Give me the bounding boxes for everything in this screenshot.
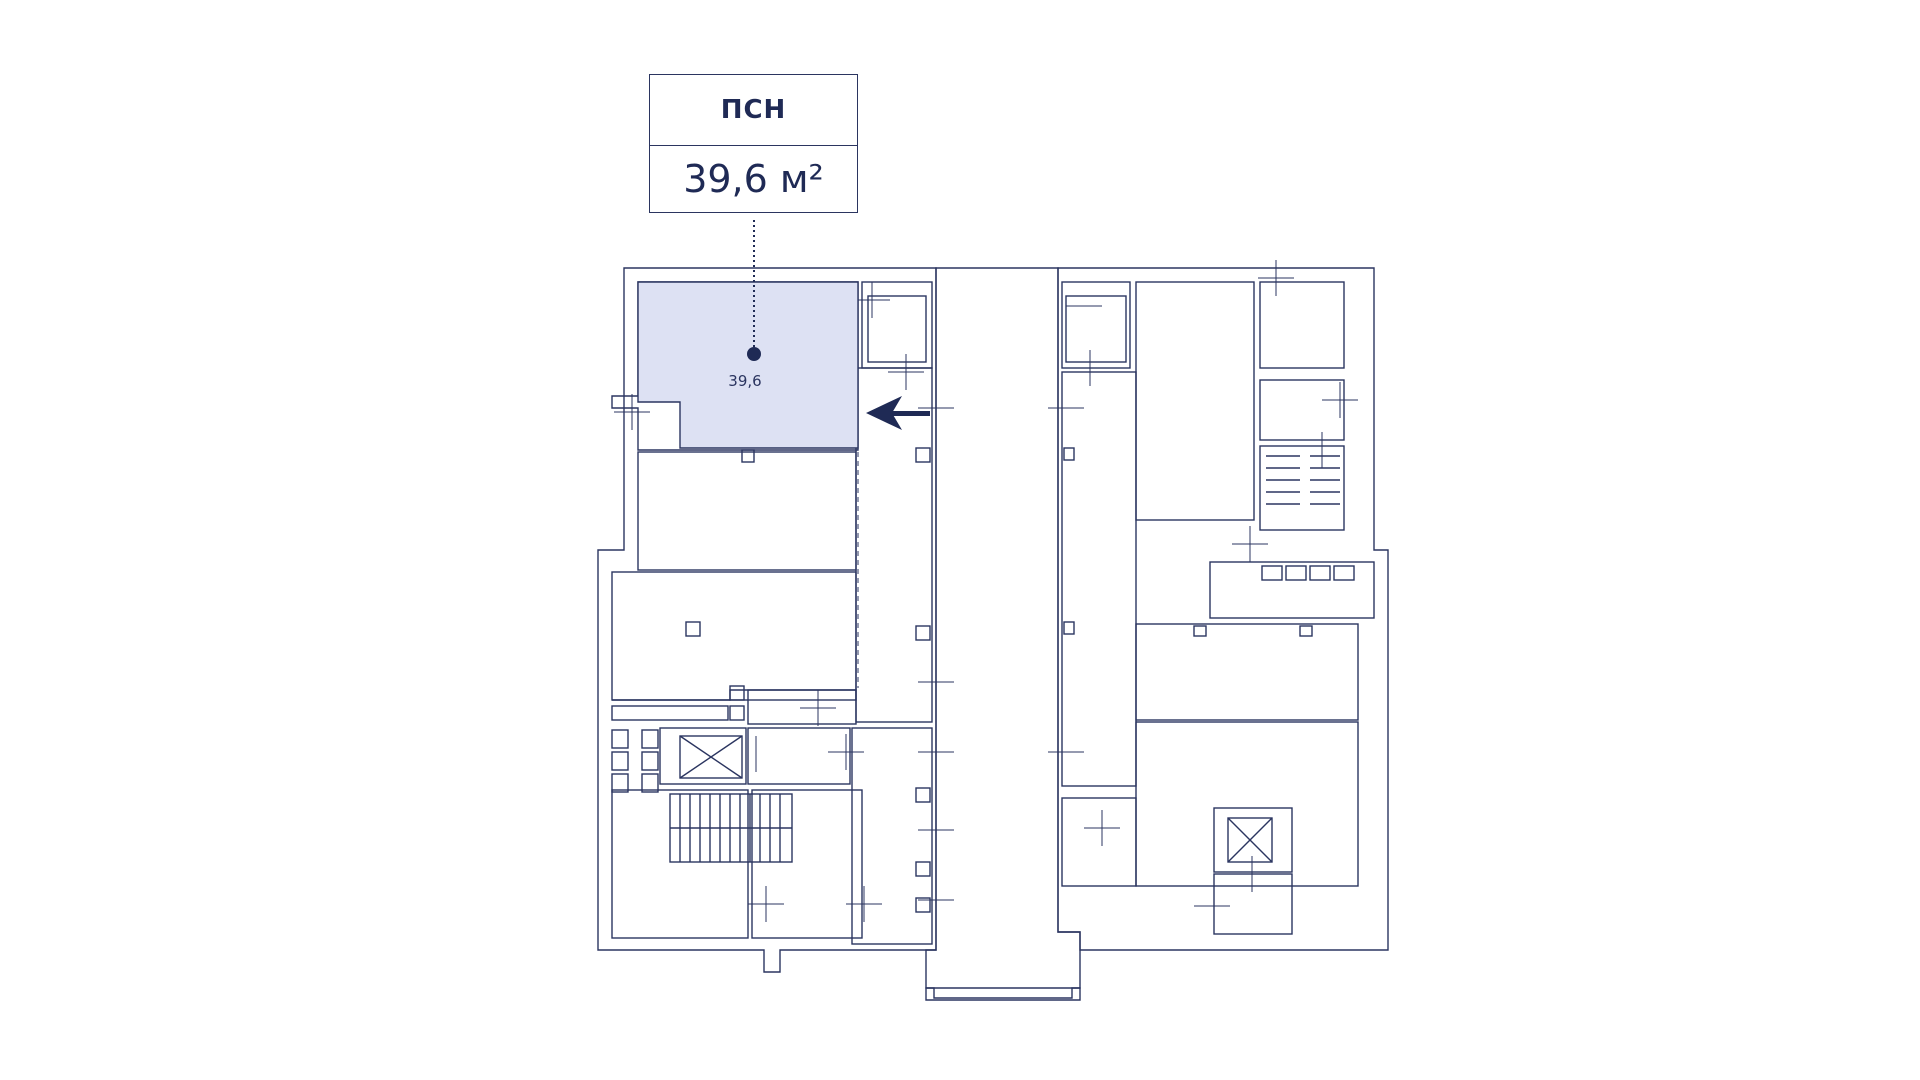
room-lower-flat [751, 789, 863, 939]
column [915, 625, 931, 641]
unit-area-unit: м² [779, 157, 824, 201]
room-left-corridor [855, 367, 933, 723]
room-right-flat-2 [1135, 623, 1359, 721]
column [1193, 625, 1207, 637]
room-right-lift-block-2 [1213, 873, 1293, 935]
room-lower-stairs-zone [611, 789, 749, 939]
room-right-box-2 [1259, 379, 1345, 441]
column [741, 449, 755, 463]
unit-info-card: ПСН 39,6 м² [649, 74, 858, 213]
room-right-flat-4 [1061, 797, 1137, 887]
markers [614, 260, 1358, 922]
room-right-shaft [1061, 281, 1131, 369]
unit-marker-dot [747, 347, 761, 361]
room-area-label: 39,6 [728, 372, 762, 390]
elevator-left [679, 735, 743, 779]
room-lower-hall [747, 727, 851, 785]
lockers-right [1261, 565, 1355, 581]
room-right-box-1 [1259, 281, 1345, 369]
locker-5 [641, 751, 659, 771]
central-balcony [925, 987, 1081, 1001]
locker-4 [641, 729, 659, 749]
locker-2 [611, 751, 629, 771]
room-right-flat-1 [1135, 281, 1255, 521]
room-shaft-top-inner [867, 295, 927, 363]
highlighted-unit[interactable] [637, 281, 859, 449]
room-right-shaft-inner [1065, 295, 1127, 363]
stairs-left [669, 793, 793, 863]
column [915, 447, 931, 463]
right-building-outline [1057, 267, 1389, 951]
column [915, 897, 931, 913]
room-left-small-b [729, 685, 745, 701]
room-left-small-c [729, 705, 745, 721]
room-left-2 [637, 451, 857, 571]
room-right-lift-block [1213, 807, 1293, 873]
column [1299, 625, 1313, 637]
locker-3 [611, 773, 629, 793]
elevator-right [1227, 817, 1273, 863]
stairs-right [1266, 455, 1340, 505]
room-lower-lift-hall [659, 727, 747, 785]
locker-6 [641, 773, 659, 793]
locker-1 [611, 729, 629, 749]
room-right-strip [1209, 561, 1375, 619]
column [1063, 621, 1075, 635]
room-right-corridor [1061, 371, 1137, 787]
column [685, 621, 701, 637]
room-left-small-a [747, 689, 857, 725]
room-left-3-notch [612, 689, 856, 701]
column [1063, 447, 1075, 461]
room-lower-corridor [851, 727, 933, 945]
room-lower-strip [611, 705, 729, 721]
room-right-stairs [1259, 445, 1345, 531]
entrance-arrow-icon [866, 396, 930, 430]
room-left-3 [611, 571, 857, 701]
unit-area: 39,6 м² [650, 146, 857, 213]
column [915, 787, 931, 803]
unit-type-label: ПСН [650, 75, 857, 146]
column [915, 861, 931, 877]
unit-area-value: 39,6 [683, 157, 768, 201]
central-corridor [925, 267, 1081, 999]
